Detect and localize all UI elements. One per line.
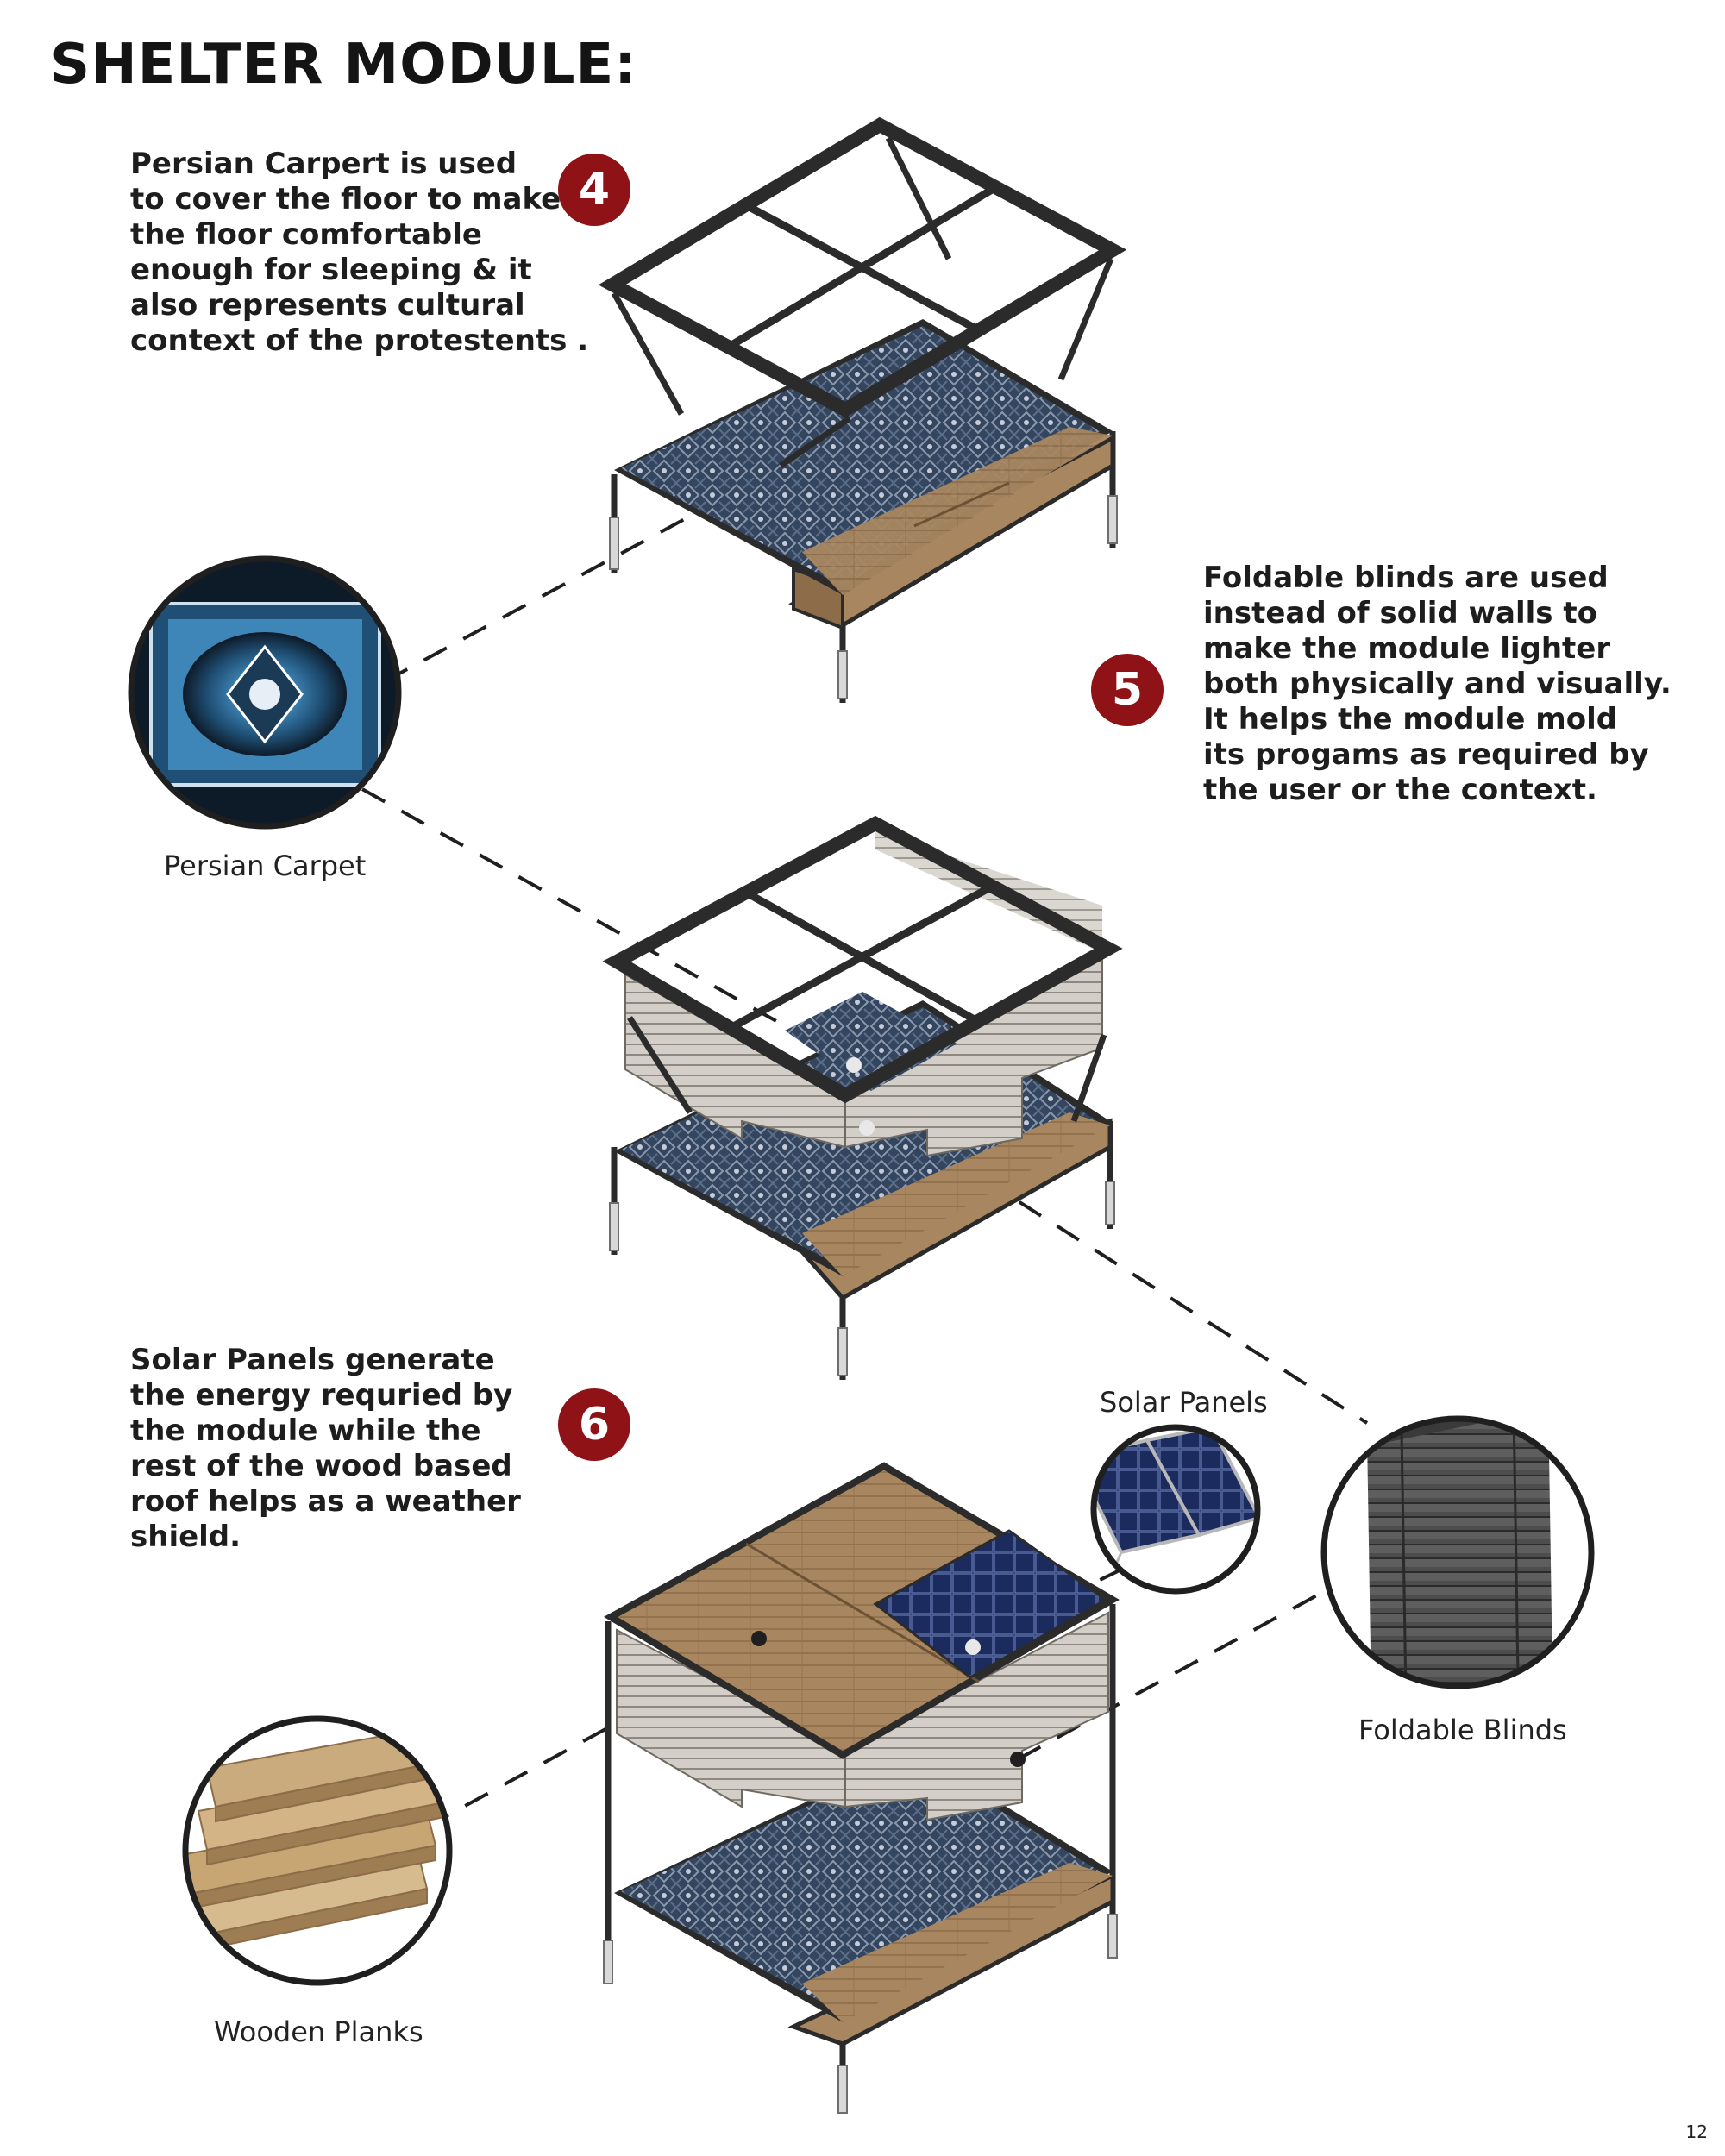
step-5-line: the user or the context. [1203,773,1597,807]
module-step-4 [598,116,1127,703]
page-title: SHELTER MODULE: [50,33,637,97]
solar-caption: Solar Panels [1100,1386,1268,1419]
blinds-caption: Foldable Blinds [1358,1714,1567,1746]
step-4-line: Persian Carpert is used [130,147,518,181]
planks-caption: Wooden Planks [214,2015,423,2048]
step-5-line: both physically and visually. [1203,667,1672,701]
step-6-line: Solar Panels generate [130,1343,495,1377]
step-6-line: rest of the wood based [130,1449,512,1483]
step-4-line: to cover the floor to make [130,182,561,216]
step-5-description: Foldable blinds are used instead of soli… [1203,561,1672,808]
step-5-badge: 5 [1091,654,1164,726]
step-6-line: the module while the [130,1413,481,1448]
step-5-line: Foldable blinds are used [1203,561,1609,595]
step-5-line: It helps the module mold [1203,702,1618,736]
step-4-description: Persian Carpert is used to cover the flo… [130,147,588,359]
step-4-line: context of the protestents . [130,323,589,358]
step-4-line: the floor comfortable [130,217,482,252]
page-number: 12 [1685,2122,1708,2142]
step-5-line: its progams as required by [1203,737,1649,772]
step-6-line: roof helps as a weather [130,1484,521,1519]
step-4-line: also represents cultural [130,288,525,323]
step-4-line: enough for sleeping & it [130,253,532,287]
step-4-badge: 4 [558,154,630,226]
module-step-6 [603,1462,1120,2114]
step-5-line: make the module lighter [1203,631,1611,666]
solar-callout-circle [1090,1424,1261,1595]
step-6-line: shield. [130,1520,242,1554]
carpet-callout-circle [128,555,402,830]
step-5-line: instead of solid walls to [1203,596,1597,630]
blinds-callout-circle [1320,1415,1595,1689]
step-6-description: Solar Panels generate the energy requrie… [130,1343,521,1555]
carpet-caption: Persian Carpet [164,849,367,882]
planks-callout-circle [182,1715,453,1986]
step-6-line: the energy requried by [130,1378,513,1413]
module-step-5 [602,815,1123,1380]
step-6-badge: 6 [558,1388,630,1461]
